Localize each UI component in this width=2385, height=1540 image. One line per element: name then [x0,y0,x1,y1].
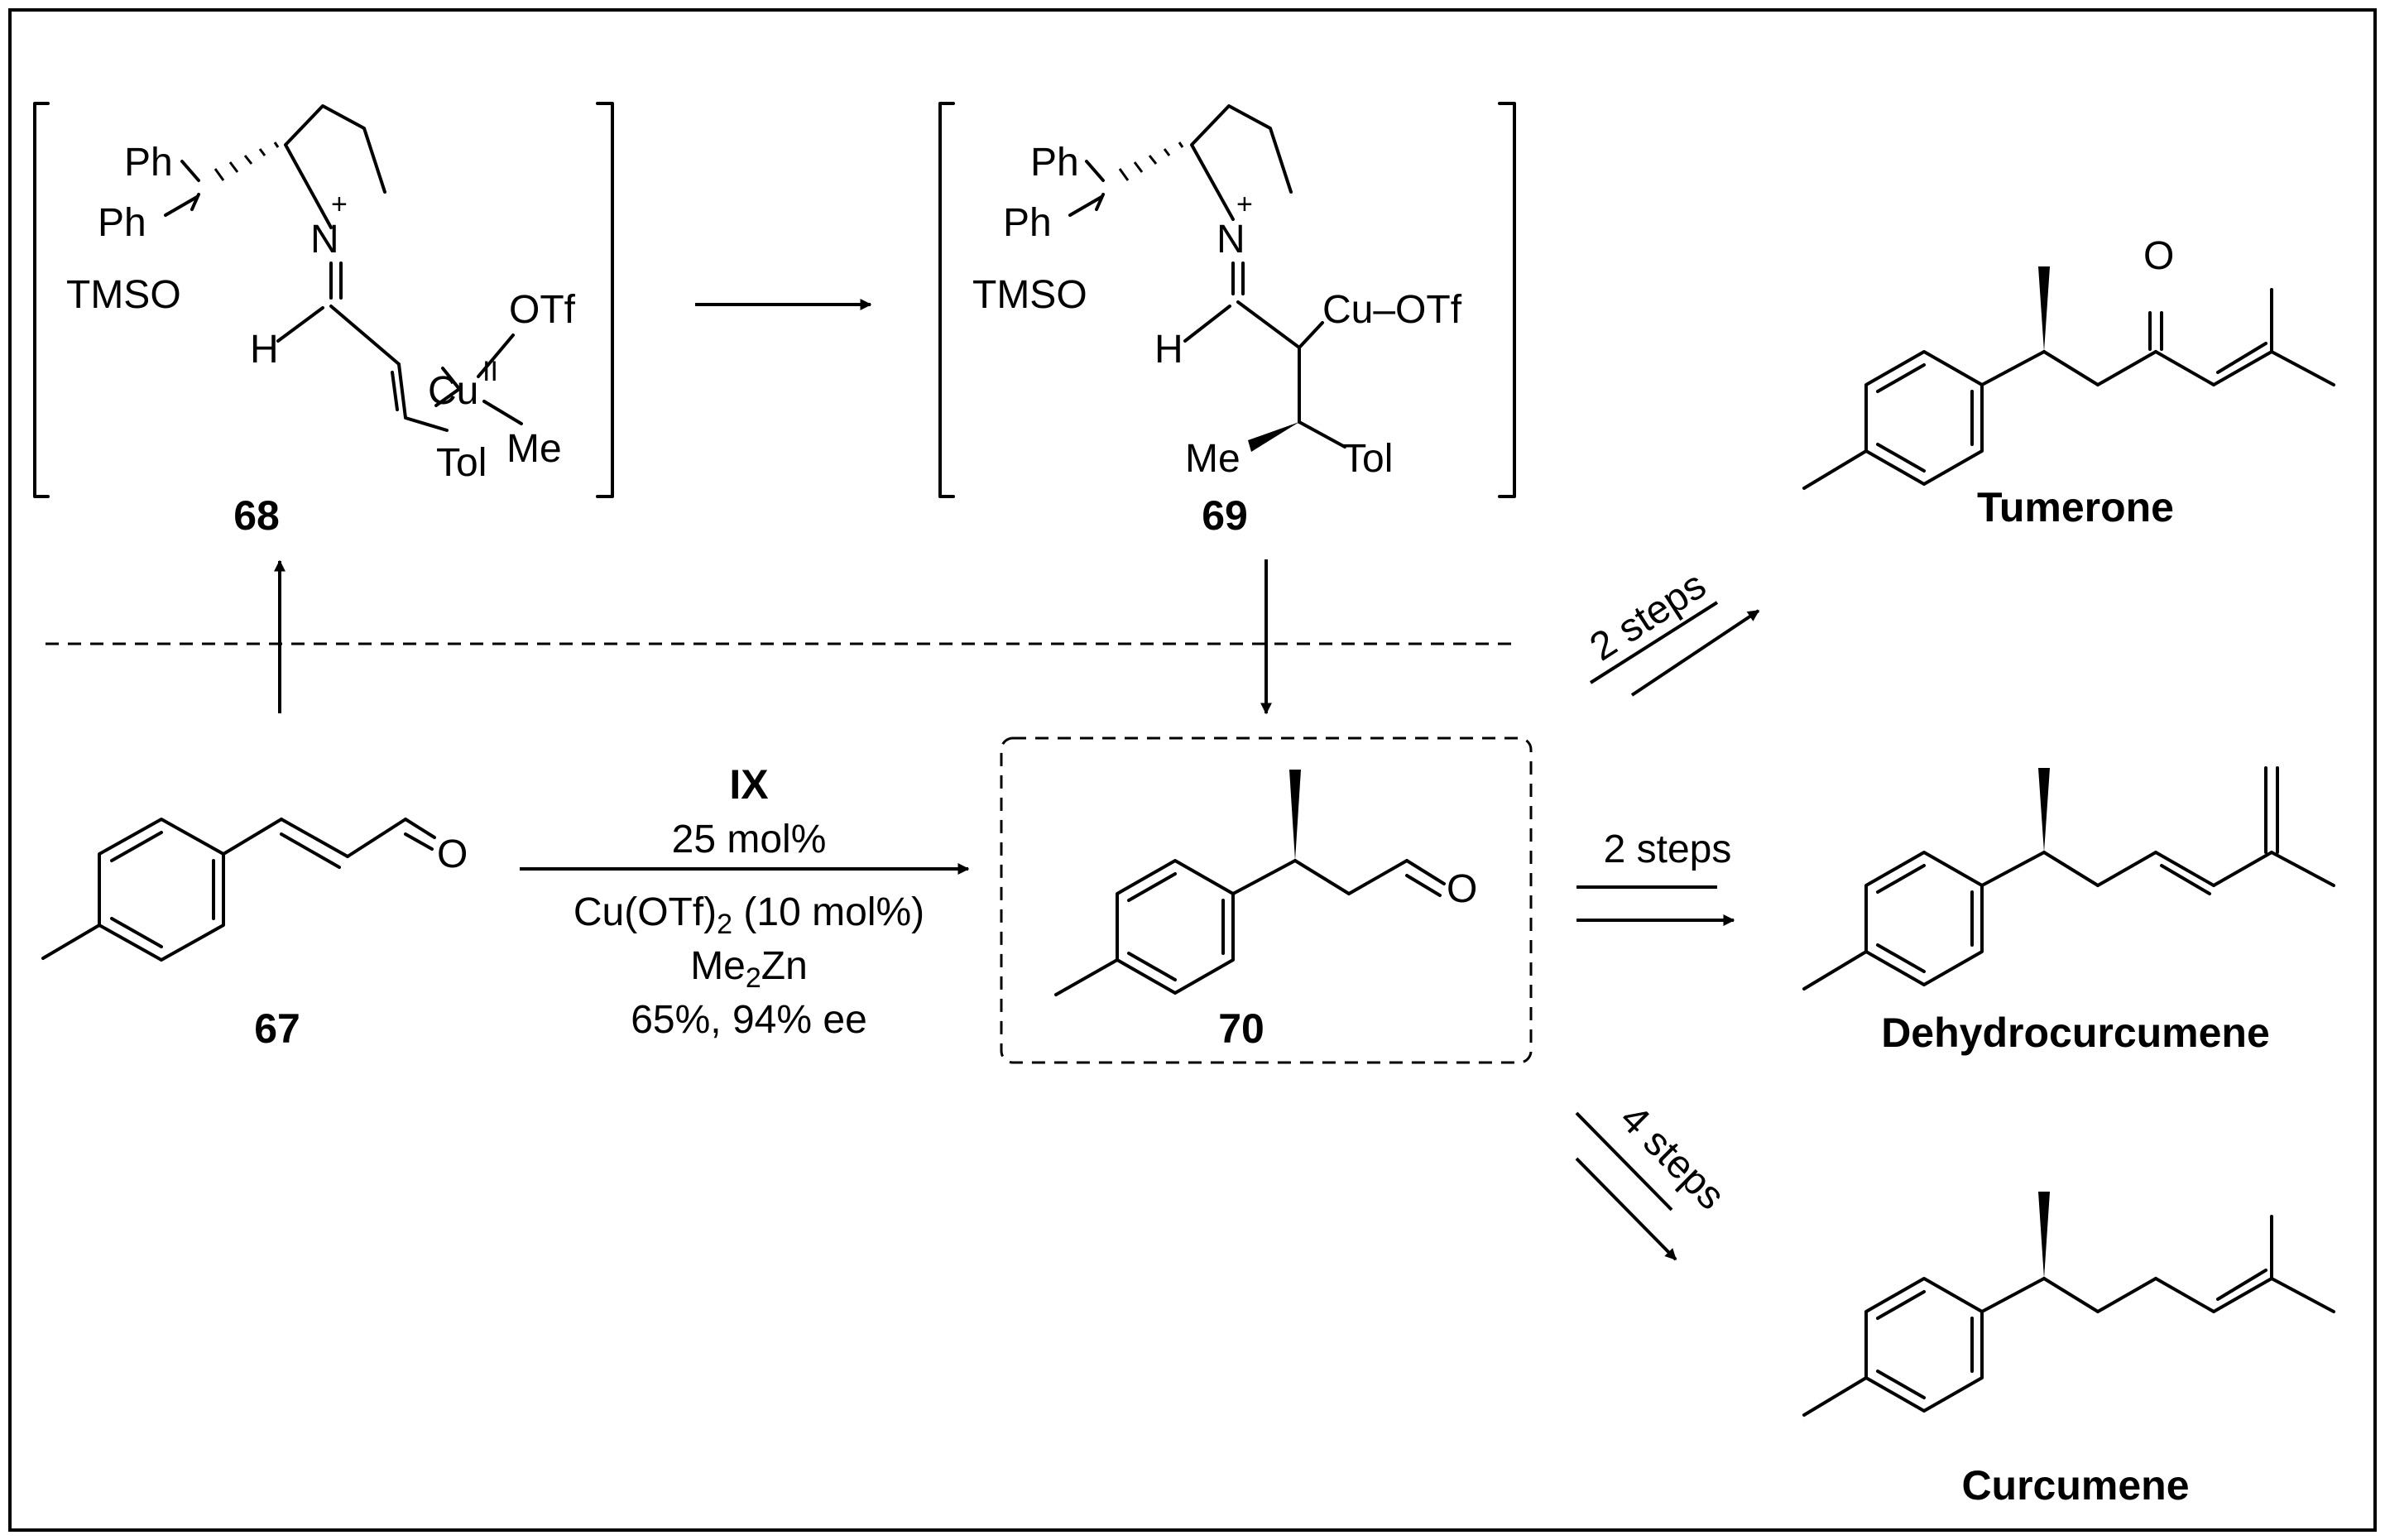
compound-number-68: 68 [233,492,280,539]
hash-wedge-bond [1118,142,1184,181]
bracket-left [33,102,50,498]
benzene-ring [1864,851,1984,986]
bracket-right [1498,102,1516,498]
route-curcumene: 4 steps [1575,1096,1733,1261]
wedge-bond [2038,266,2050,352]
charge-label: + [331,189,348,220]
tol-label: Tol [436,441,487,485]
product-name-tumerone: Tumerone [1977,484,2174,530]
ph-label-2: Ph [98,201,146,245]
steps-label-dehydrocurcumene: 2 steps [1604,828,1732,871]
nitrogen-label: N [310,218,339,261]
compound-69: Ph Ph TMSO N + H Cu–OTf Me Tol 69 [938,102,1516,539]
steps-label-curcumene: 4 steps [1611,1096,1733,1218]
route-tumerone: 2 steps [1582,563,1760,697]
hydrogen-label: H [1154,328,1183,372]
benzene-ring [1864,350,1984,486]
catalyst-label: IX [729,761,768,808]
copper-salt-label: Cu(OTf)2 (10 mol%) [573,890,924,940]
catalyst-loading-label: 25 mol% [672,818,827,861]
wedge-bond [2038,768,2050,852]
tmso-label: TMSO [972,273,1087,317]
product-curcumene: Curcumene [1802,1192,2335,1509]
wedge-bond [1248,422,1299,452]
product-tumerone: O Tumerone [1802,234,2335,530]
cu-otf-label: Cu–OTf [1322,288,1462,332]
compound-number-70: 70 [1218,1005,1264,1052]
oxygen-label: O [2143,234,2174,278]
ph-label-1: Ph [124,141,173,185]
tol-label: Tol [1342,437,1393,481]
wedge-bond [1289,770,1301,861]
copper-oxidation-label: II [482,356,498,387]
product-name-curcumene: Curcumene [1961,1462,2189,1509]
outer-frame [8,8,2377,1532]
otf-label: OTf [509,288,576,332]
compound-68: Ph Ph TMSO N + H Cu II OTf Tol Me 68 [33,102,614,539]
hash-wedge-bond [214,142,280,181]
product-name-dehydrocurcumene: Dehydrocurcumene [1881,1010,2270,1056]
compound-70: O 70 [1054,770,1477,1052]
oxygen-label: O [437,832,468,876]
yield-ee-label: 65%, 94% ee [631,998,867,1042]
copper-label: Cu [428,369,478,413]
reagent-label: Me2Zn [690,944,808,994]
wedge-bond [2038,1192,2050,1279]
hydrogen-label: H [250,328,279,372]
tmso-label: TMSO [66,273,181,317]
compound-67: O 67 [41,818,468,1052]
compound-number-69: 69 [1202,492,1248,539]
methyl-label: Me [506,427,562,471]
charge-label: + [1236,189,1253,220]
bracket-left [938,102,955,498]
pyrrolidine-ring [1190,104,1293,221]
route-dehydrocurcumene: 2 steps [1576,828,1735,926]
bracket-right [596,102,614,498]
product-dehydrocurcumene: Dehydrocurcumene [1802,766,2335,1056]
highlight-box-70 [1000,736,1533,1064]
oxygen-label: O [1447,867,1477,911]
reaction-conditions: IX 25 mol% Cu(OTf)2 (10 mol%) Me2Zn 65%,… [573,761,924,1042]
ph-label-1: Ph [1030,141,1079,185]
nitrogen-label: N [1216,218,1245,261]
ph-label-2: Ph [1003,201,1052,245]
benzene-ring [98,818,225,962]
pyrrolidine-ring [284,104,386,229]
methyl-label: Me [1185,437,1240,481]
benzene-ring [1864,1277,1984,1413]
benzene-ring [1116,859,1235,995]
compound-number-67: 67 [254,1005,300,1052]
